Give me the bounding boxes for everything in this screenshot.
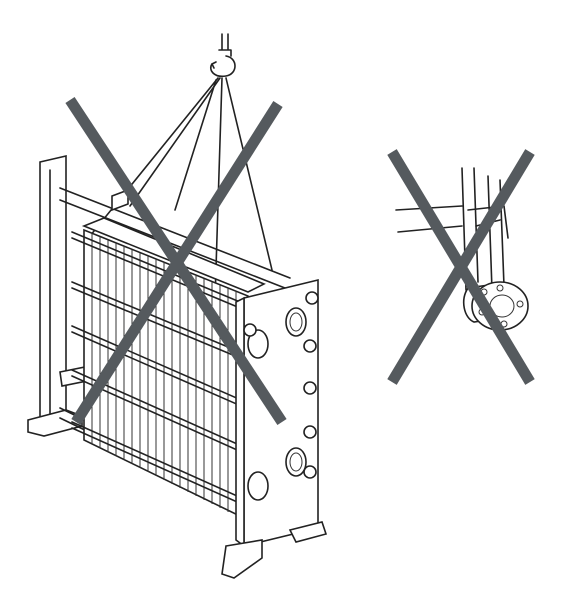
frame-column (27, 154, 93, 437)
prohibited-mark-left (65, 96, 287, 426)
prohibited-mark-right (387, 149, 535, 385)
heat-exchanger-illustration (27, 33, 328, 579)
crane-hook (210, 33, 236, 78)
sling-around-nozzle (395, 167, 509, 291)
pressure-plate (221, 278, 328, 579)
